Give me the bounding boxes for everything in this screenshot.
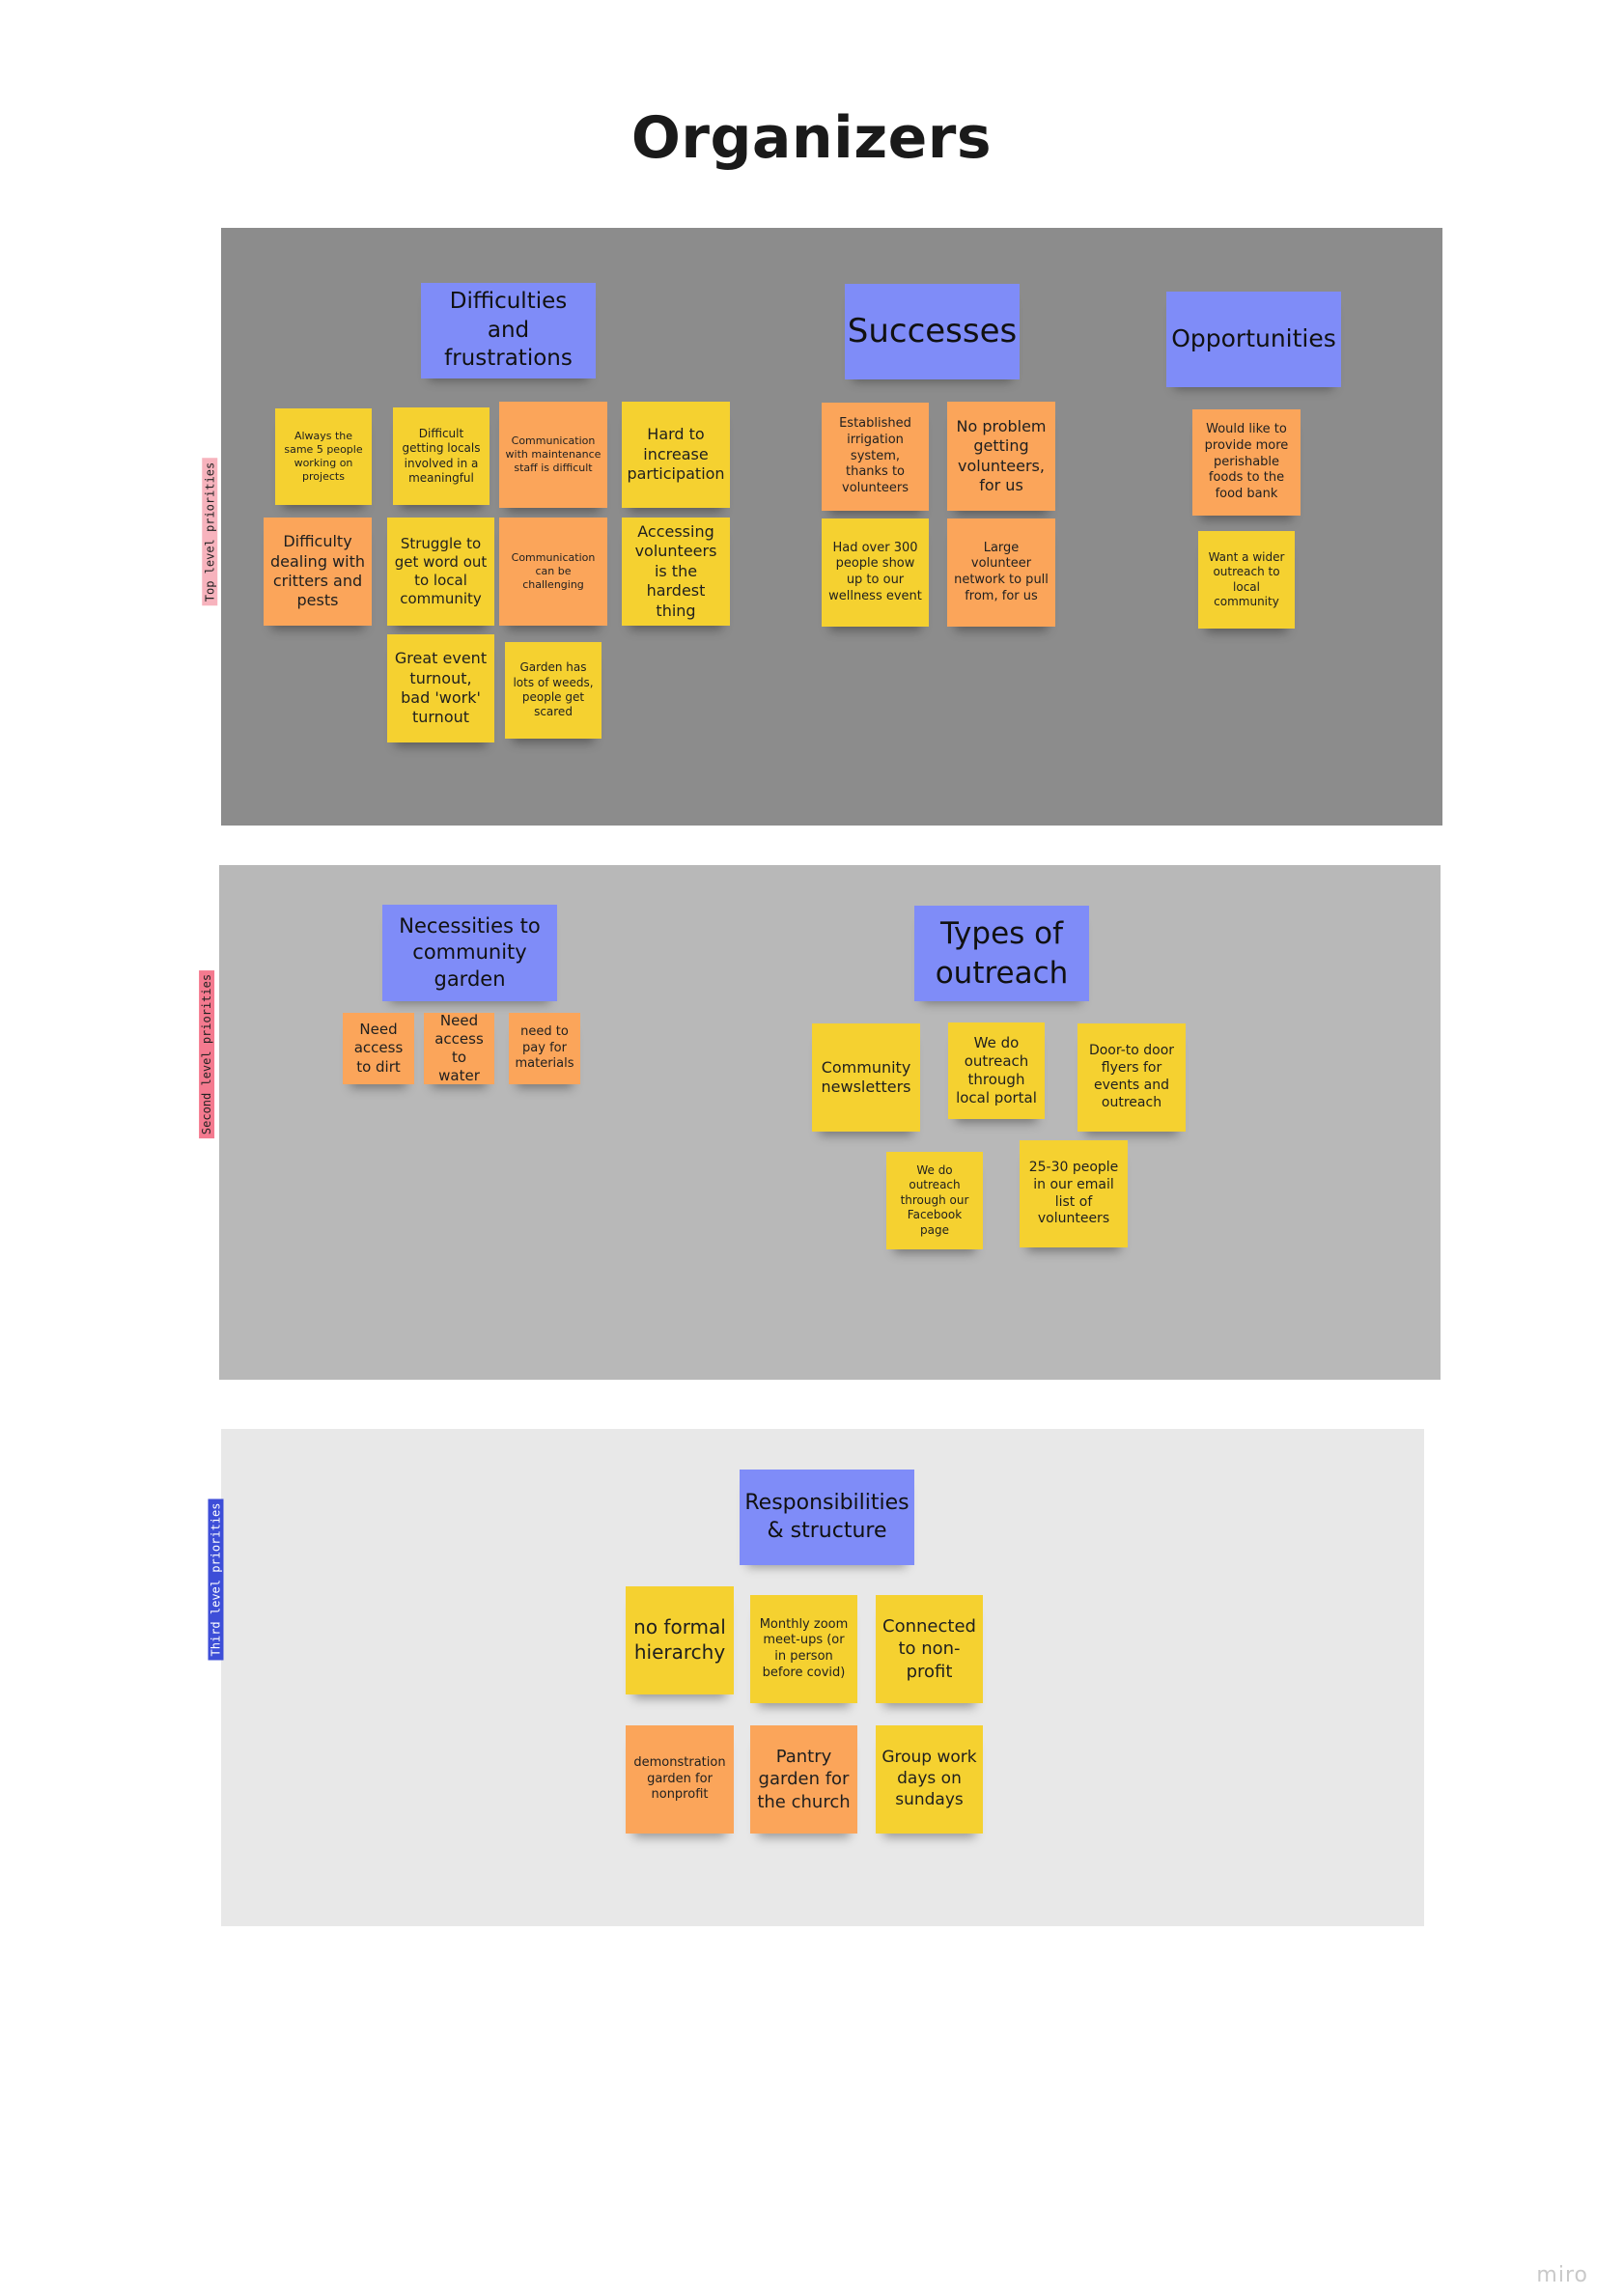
note-text: Group work days on sundays	[881, 1748, 977, 1809]
note-text: Door-to door flyers for events and outre…	[1088, 1043, 1175, 1110]
header-types-of-outreach[interactable]: Types of outreach	[914, 906, 1089, 1001]
note-text: Had over 300 people show up to our welln…	[828, 540, 922, 603]
note-text: Difficult getting locals involved in a m…	[402, 426, 481, 485]
note-text: Difficulty dealing with critters and pes…	[269, 532, 366, 610]
note-text: Hard to increase participation	[627, 425, 725, 484]
sticky-note[interactable]: Need access to water	[424, 1011, 494, 1085]
header-responsibilities[interactable]: Responsibilities & structure	[740, 1470, 914, 1565]
note-text: Established irrigation system, thanks to…	[839, 416, 911, 495]
sticky-note[interactable]: Would like to provide more perishable fo…	[1192, 409, 1301, 516]
note-text: Would like to provide more perishable fo…	[1204, 422, 1289, 501]
note-text: Monthly zoom meet-ups (or in person befo…	[759, 1616, 849, 1680]
header-text: Responsibilities & structure	[744, 1490, 909, 1543]
sticky-note[interactable]: Group work days on sundays	[876, 1725, 983, 1834]
note-text: need to pay for materials	[515, 1024, 574, 1072]
note-text: no formal hierarchy	[633, 1615, 726, 1664]
header-opportunities[interactable]: Opportunities	[1166, 292, 1341, 387]
note-text: Struggle to get word out to local commun…	[394, 534, 488, 608]
note-text: Want a wider outreach to local community	[1208, 549, 1285, 608]
note-text: Great event turnout, bad 'work' turnout	[394, 649, 488, 727]
sticky-note[interactable]: We do outreach through our Facebook page	[886, 1152, 983, 1249]
sticky-note[interactable]: Need access to dirt	[343, 1013, 414, 1084]
sticky-note[interactable]: Communication can be challenging	[499, 518, 607, 626]
sticky-note[interactable]: Communication with maintenance staff is …	[499, 402, 607, 508]
sticky-note[interactable]: Established irrigation system, thanks to…	[822, 403, 929, 511]
note-text: Large volunteer network to pull from, fo…	[954, 540, 1049, 603]
sticky-note[interactable]: Hard to increase participation	[622, 402, 730, 508]
sticky-note[interactable]: need to pay for materials	[509, 1013, 580, 1084]
header-text: Opportunities	[1171, 324, 1336, 353]
header-text: Successes	[847, 312, 1018, 351]
sticky-note[interactable]: no formal hierarchy	[626, 1586, 734, 1694]
note-text: demonstration garden for nonprofit	[633, 1755, 726, 1803]
sticky-note[interactable]: Struggle to get word out to local commun…	[387, 518, 494, 626]
sticky-note[interactable]: Monthly zoom meet-ups (or in person befo…	[750, 1595, 857, 1703]
sticky-note[interactable]: Garden has lots of weeds, people get sca…	[505, 642, 602, 739]
note-text: Garden has lots of weeds, people get sca…	[513, 660, 594, 719]
note-text: We do outreach through local portal	[956, 1033, 1037, 1107]
miro-logo: miro	[1536, 2263, 1588, 2287]
header-text: Difficulties and frustrations	[444, 288, 573, 372]
header-necessities[interactable]: Necessities to community garden	[382, 905, 557, 1001]
note-text: Community newsletters	[821, 1057, 911, 1096]
sticky-note[interactable]: Accessing volunteers is the hardest thin…	[622, 518, 730, 626]
header-difficulties[interactable]: Difficulties and frustrations	[421, 283, 596, 378]
sticky-note[interactable]: Difficulty dealing with critters and pes…	[264, 518, 372, 626]
sticky-note[interactable]: Want a wider outreach to local community	[1198, 531, 1295, 629]
note-text: We do outreach through our Facebook page	[900, 1163, 969, 1237]
note-text: Always the same 5 people working on proj…	[284, 429, 363, 484]
sticky-note[interactable]: Great event turnout, bad 'work' turnout	[387, 634, 494, 742]
note-text: Need access to water	[434, 1011, 484, 1085]
note-text: Need access to dirt	[353, 1021, 404, 1076]
note-text: Communication with maintenance staff is …	[505, 434, 602, 475]
header-text: Types of outreach	[935, 916, 1069, 991]
sticky-note[interactable]: Pantry garden for the church	[750, 1725, 857, 1834]
sticky-note[interactable]: We do outreach through local portal	[948, 1022, 1045, 1119]
frame-label-top[interactable]: Top level priorities	[202, 458, 218, 606]
frame-label-second[interactable]: Second level priorities	[199, 969, 215, 1139]
board-title: Organizers	[630, 104, 993, 172]
note-text: Accessing volunteers is the hardest thin…	[634, 521, 717, 620]
sticky-note[interactable]: Difficult getting locals involved in a m…	[393, 407, 490, 505]
note-text: 25-30 people in our email list of volunt…	[1028, 1159, 1119, 1227]
sticky-note[interactable]: demonstration garden for nonprofit	[626, 1725, 734, 1834]
note-text: No problem getting volunteers, for us	[956, 416, 1047, 494]
sticky-note[interactable]: Connected to non-profit	[876, 1595, 983, 1703]
header-text: Necessities to community garden	[399, 914, 541, 991]
sticky-note[interactable]: 25-30 people in our email list of volunt…	[1020, 1140, 1128, 1247]
frame-label-third[interactable]: Third level priorities	[208, 1498, 224, 1661]
header-successes[interactable]: Successes	[845, 284, 1020, 379]
sticky-note[interactable]: Door-to door flyers for events and outre…	[1077, 1023, 1186, 1132]
sticky-note[interactable]: Large volunteer network to pull from, fo…	[947, 518, 1055, 627]
note-text: Pantry garden for the church	[757, 1747, 851, 1812]
sticky-note[interactable]: Had over 300 people show up to our welln…	[822, 518, 929, 627]
sticky-note[interactable]: Always the same 5 people working on proj…	[275, 408, 372, 505]
note-text: Communication can be challenging	[511, 550, 596, 592]
note-text: Connected to non-profit	[882, 1616, 976, 1682]
sticky-note[interactable]: Community newsletters	[812, 1023, 920, 1132]
sticky-note[interactable]: No problem getting volunteers, for us	[947, 402, 1055, 511]
